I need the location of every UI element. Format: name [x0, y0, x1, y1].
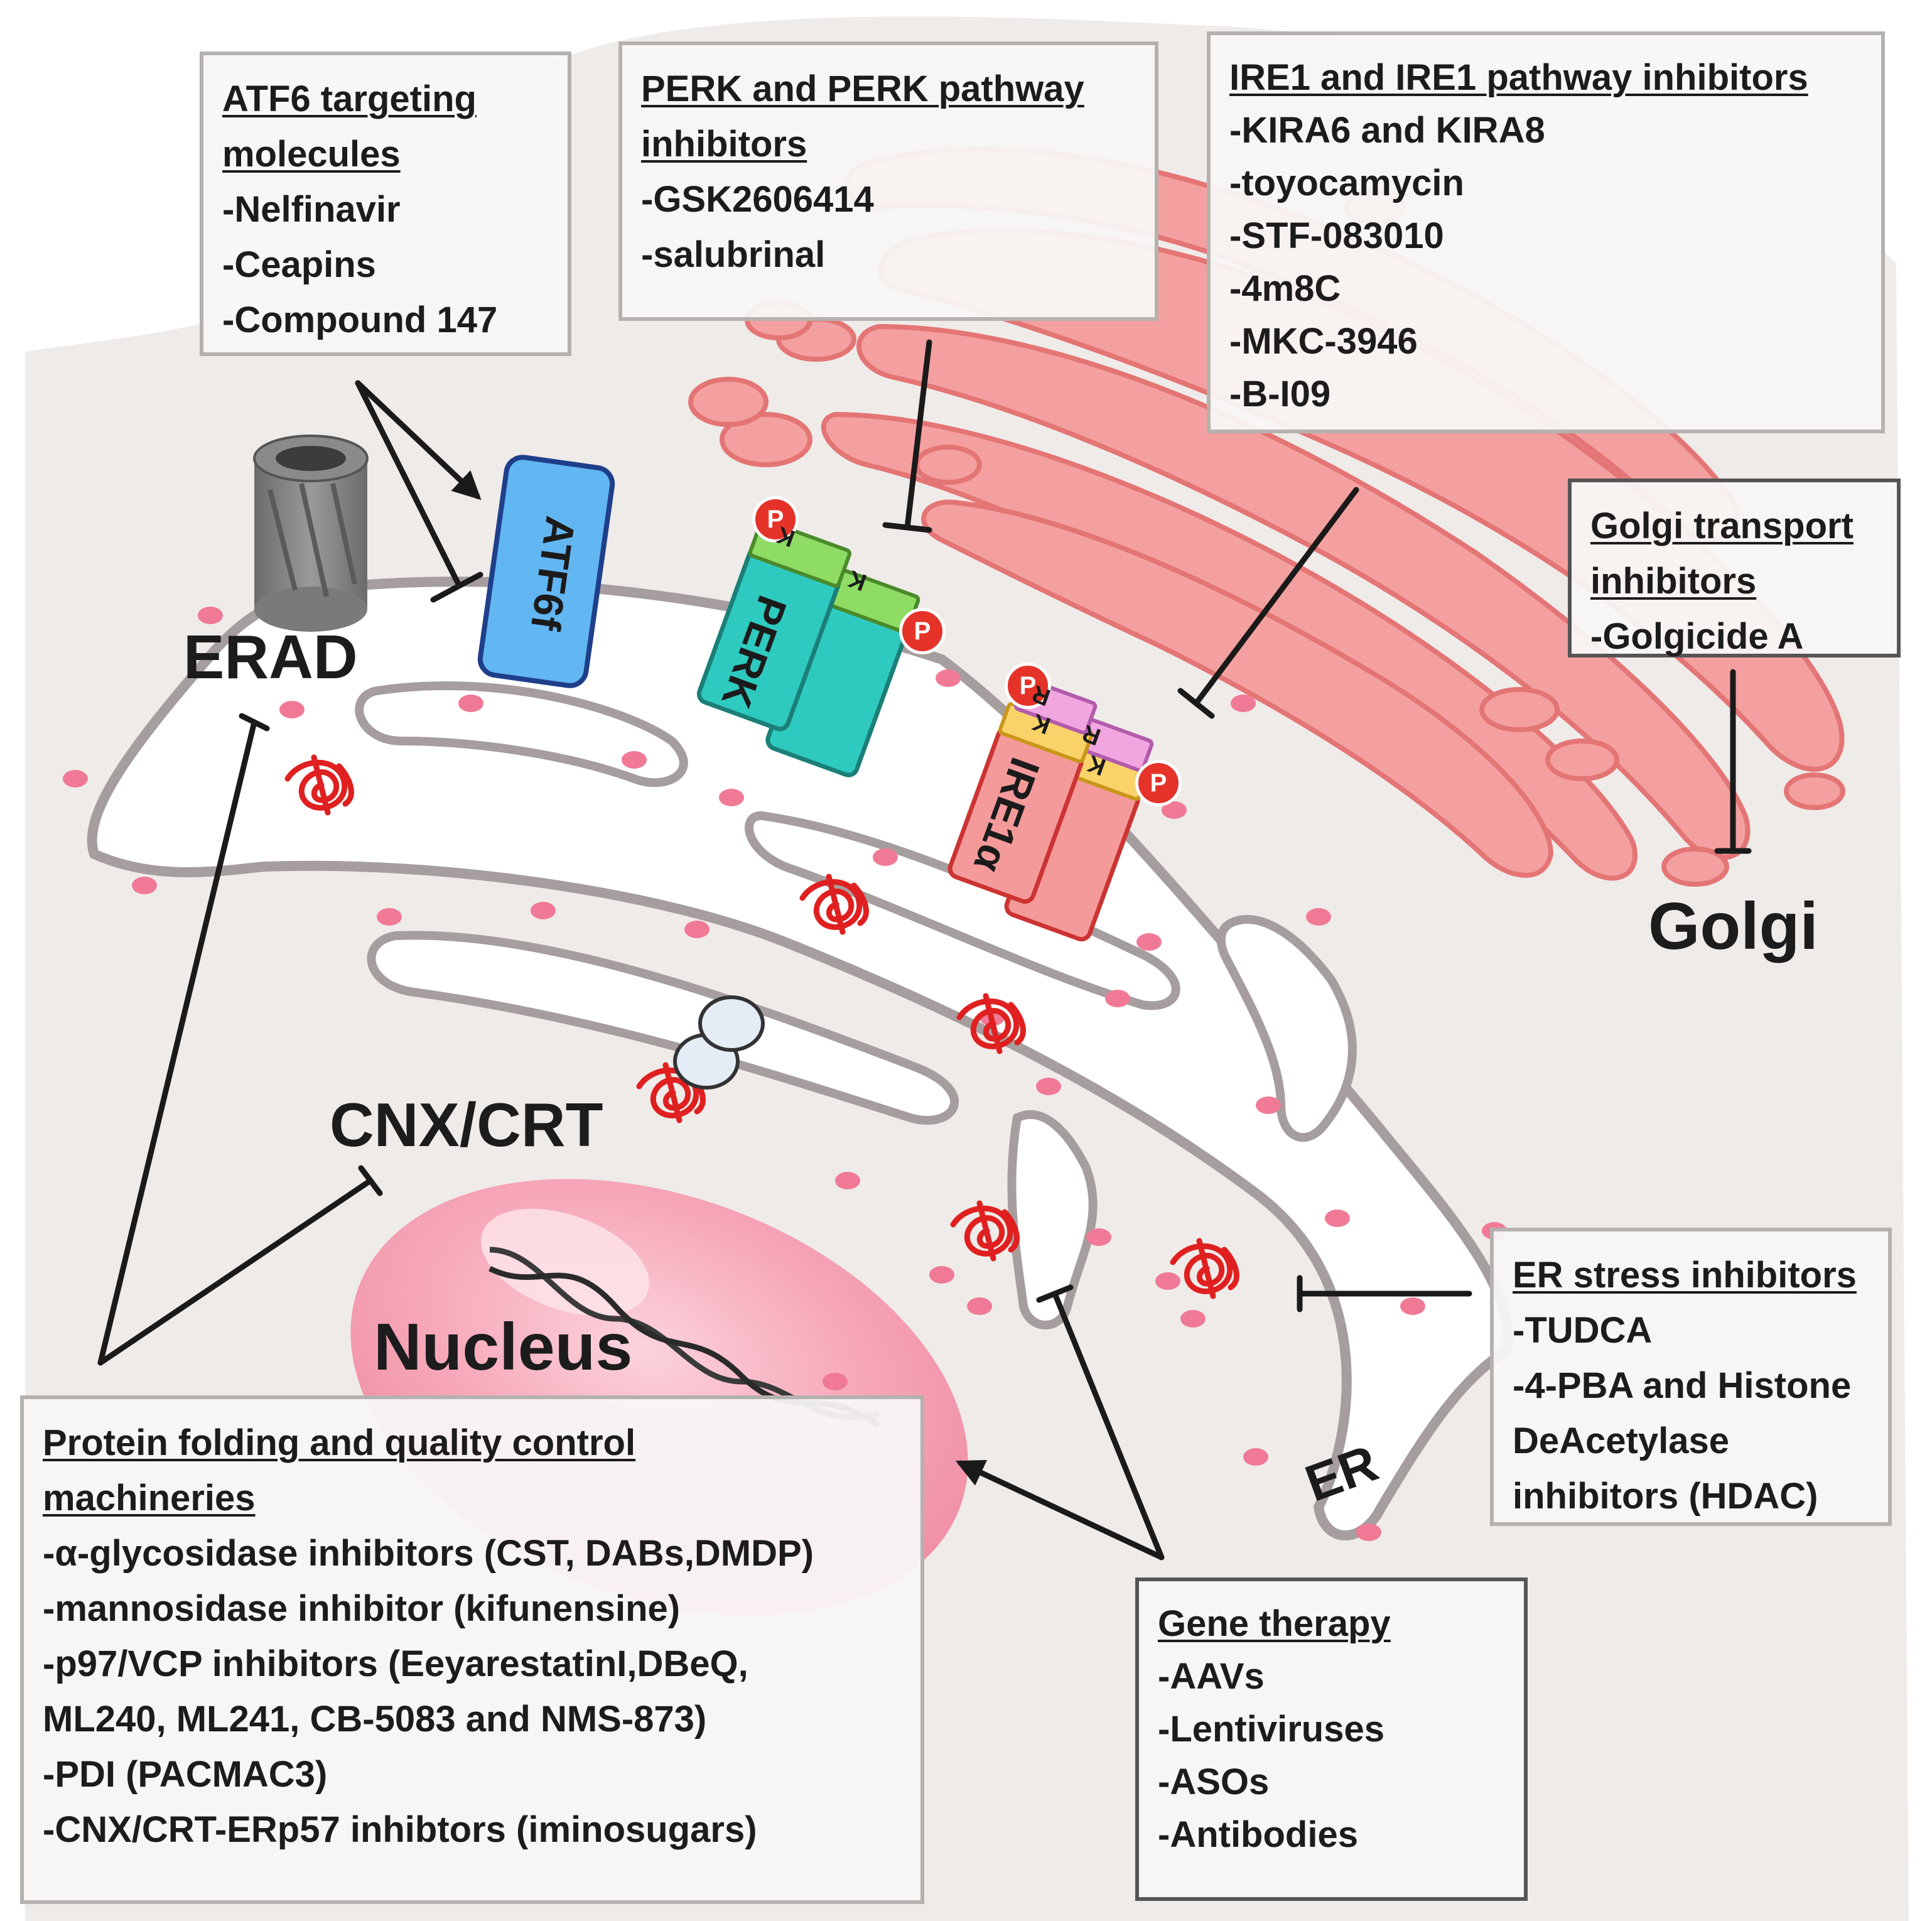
- box-title: PERK and PERK pathway: [641, 68, 1084, 109]
- nucleus-label: Nucleus: [374, 1310, 633, 1384]
- box-title: machineries: [43, 1478, 256, 1518]
- erad-label: ERAD: [183, 622, 358, 691]
- cnx-crt-label: CNX/CRT: [330, 1090, 603, 1159]
- phosphate-icon: P: [1005, 663, 1051, 709]
- atf6-inhibitors-box: ATF6 targeting molecules -Nelfinavir -Ce…: [200, 51, 571, 356]
- atf6-protein: [477, 455, 615, 688]
- list-item: -KIRA6 and KIRA8: [1229, 110, 1545, 151]
- list-item: -mannosidase inhibitor (kifunensine): [43, 1588, 681, 1629]
- list-item: -Antibodies: [1158, 1814, 1358, 1855]
- list-item: -4-PBA and Histone: [1513, 1365, 1852, 1406]
- list-item: -AAVs: [1158, 1656, 1265, 1697]
- phosphate-icon: P: [1135, 760, 1182, 806]
- box-title: IRE1 and IRE1 pathway inhibitors: [1229, 57, 1808, 98]
- list-item: -toyocamycin: [1229, 163, 1464, 203]
- list-item: -GSK2606414: [641, 179, 874, 220]
- nucleolus: [480, 1208, 650, 1316]
- erad-channel-icon: [253, 435, 369, 632]
- phosphate-icon: P: [899, 608, 946, 654]
- list-item: -CNX/CRT-ERp57 inhibtors (iminosugars): [43, 1809, 757, 1850]
- list-item: -STF-083010: [1229, 215, 1444, 256]
- list-item: ML240, ML241, CB-5083 and NMS-873): [43, 1699, 707, 1740]
- list-item: -TUDCA: [1513, 1310, 1653, 1351]
- protein-folding-box: Protein folding and quality control mach…: [20, 1395, 924, 1904]
- box-title: molecules: [222, 134, 401, 175]
- list-item: -Lentiviruses: [1158, 1709, 1384, 1750]
- list-item: -4m8C: [1229, 268, 1341, 309]
- list-item: -p97/VCP inhibitors (EeyarestatinI,DBeQ,: [43, 1643, 748, 1684]
- phosphate-icon: P: [752, 496, 799, 543]
- box-title: inhibitors: [1590, 561, 1757, 602]
- box-title: Gene therapy: [1158, 1603, 1391, 1644]
- box-title: ATF6 targeting: [222, 78, 477, 119]
- gene-therapy-box: Gene therapy -AAVs -Lentiviruses -ASOs -…: [1135, 1577, 1528, 1901]
- list-item: -PDI (PACMAC3): [43, 1754, 328, 1795]
- golgi-transport-inhibitors-box: Golgi transport inhibitors -Golgicide A: [1568, 479, 1901, 657]
- list-item: -B-I09: [1229, 374, 1331, 414]
- er-stress-inhibitors-box: ER stress inhibitors -TUDCA -4-PBA and H…: [1490, 1228, 1892, 1526]
- golgi-label: Golgi: [1648, 889, 1818, 963]
- list-item: -Compound 147: [222, 300, 498, 340]
- list-item: -Nelfinavir: [222, 189, 401, 230]
- connector-lines: [97, 339, 1752, 1561]
- box-title: Protein folding and quality control: [43, 1422, 636, 1463]
- list-item: -Ceapins: [222, 244, 376, 285]
- list-item: -MKC-3946: [1229, 321, 1418, 362]
- list-item: -ASOs: [1158, 1761, 1270, 1802]
- list-item: -Golgicide A: [1590, 616, 1804, 657]
- box-title: Golgi transport: [1590, 506, 1854, 546]
- list-item: -salubrinal: [641, 234, 826, 275]
- list-item: DeAcetylase: [1513, 1420, 1729, 1461]
- box-title: ER stress inhibitors: [1513, 1255, 1857, 1296]
- list-item: -α-glycosidase inhibitors (CST, DABs,DMD…: [43, 1533, 814, 1574]
- perk-inhibitors-box: PERK and PERK pathway inhibitors -GSK260…: [618, 41, 1158, 321]
- chaperone-icon: [673, 995, 765, 1090]
- list-item: inhibitors (HDAC): [1513, 1476, 1818, 1517]
- ire1-inhibitors-box: IRE1 and IRE1 pathway inhibitors -KIRA6 …: [1207, 31, 1885, 433]
- box-title: inhibitors: [641, 124, 807, 165]
